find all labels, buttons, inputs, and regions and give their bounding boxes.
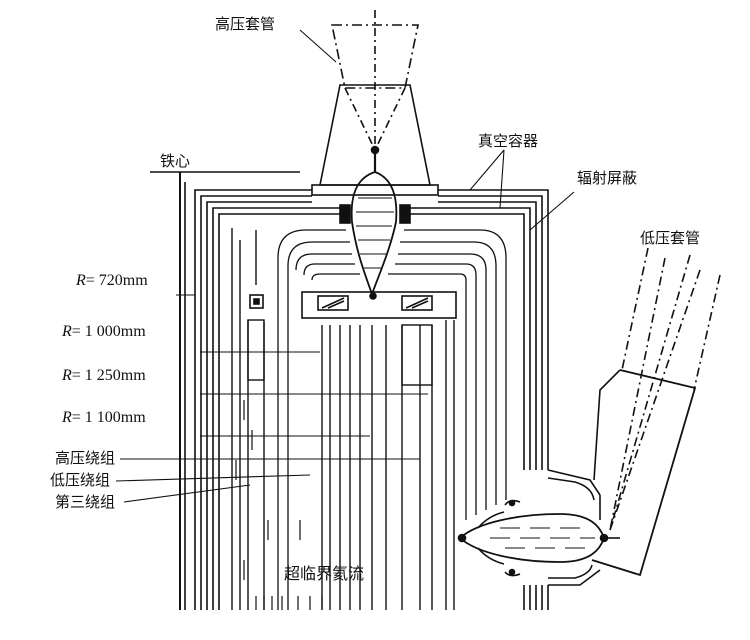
lv-bushing-label: 低压套管 (640, 229, 701, 247)
radius-1250-label: R= 1 250mm (62, 367, 146, 384)
leader-lines (115, 29, 575, 503)
winding-vertical-lines (231, 228, 455, 610)
radius-1100-value: = 1 100mm (71, 409, 146, 426)
radius-symbol: R (62, 323, 72, 340)
radius-1000-label: R= 1 000mm (62, 323, 146, 340)
helium-flow-lines (277, 229, 507, 610)
vacuum-vessel-label: 真空容器 (478, 132, 539, 150)
iron-core-drawing (150, 171, 300, 610)
radius-symbol: R (62, 409, 72, 426)
radius-1250-value: = 1 250mm (71, 367, 146, 384)
tertiary-winding-label: 第三绕组 (55, 493, 116, 511)
hv-bushing-label: 高压套管 (215, 15, 276, 33)
radius-720-label: R= 720mm (76, 272, 148, 289)
lv-winding-label: 低压绕组 (50, 471, 111, 489)
lv-lead-drawing (457, 499, 620, 577)
winding-hatching (235, 400, 323, 610)
lv-bushing-drawing (547, 247, 721, 586)
radius-symbol: R (62, 367, 72, 384)
winding-box (249, 291, 457, 319)
radius-1100-label: R= 1 100mm (62, 409, 146, 426)
radius-symbol: R (76, 272, 86, 289)
hv-bushing-drawing (311, 10, 439, 300)
radiation-shield-label: 辐射屏蔽 (577, 169, 638, 187)
supercritical-helium-flow-label: 超临界氦流 (284, 564, 365, 583)
hv-winding-label: 高压绕组 (55, 449, 116, 467)
iron-core-label: 铁心 (160, 152, 191, 170)
radius-720-value: = 720mm (85, 272, 148, 289)
radius-1000-value: = 1 000mm (71, 323, 146, 340)
